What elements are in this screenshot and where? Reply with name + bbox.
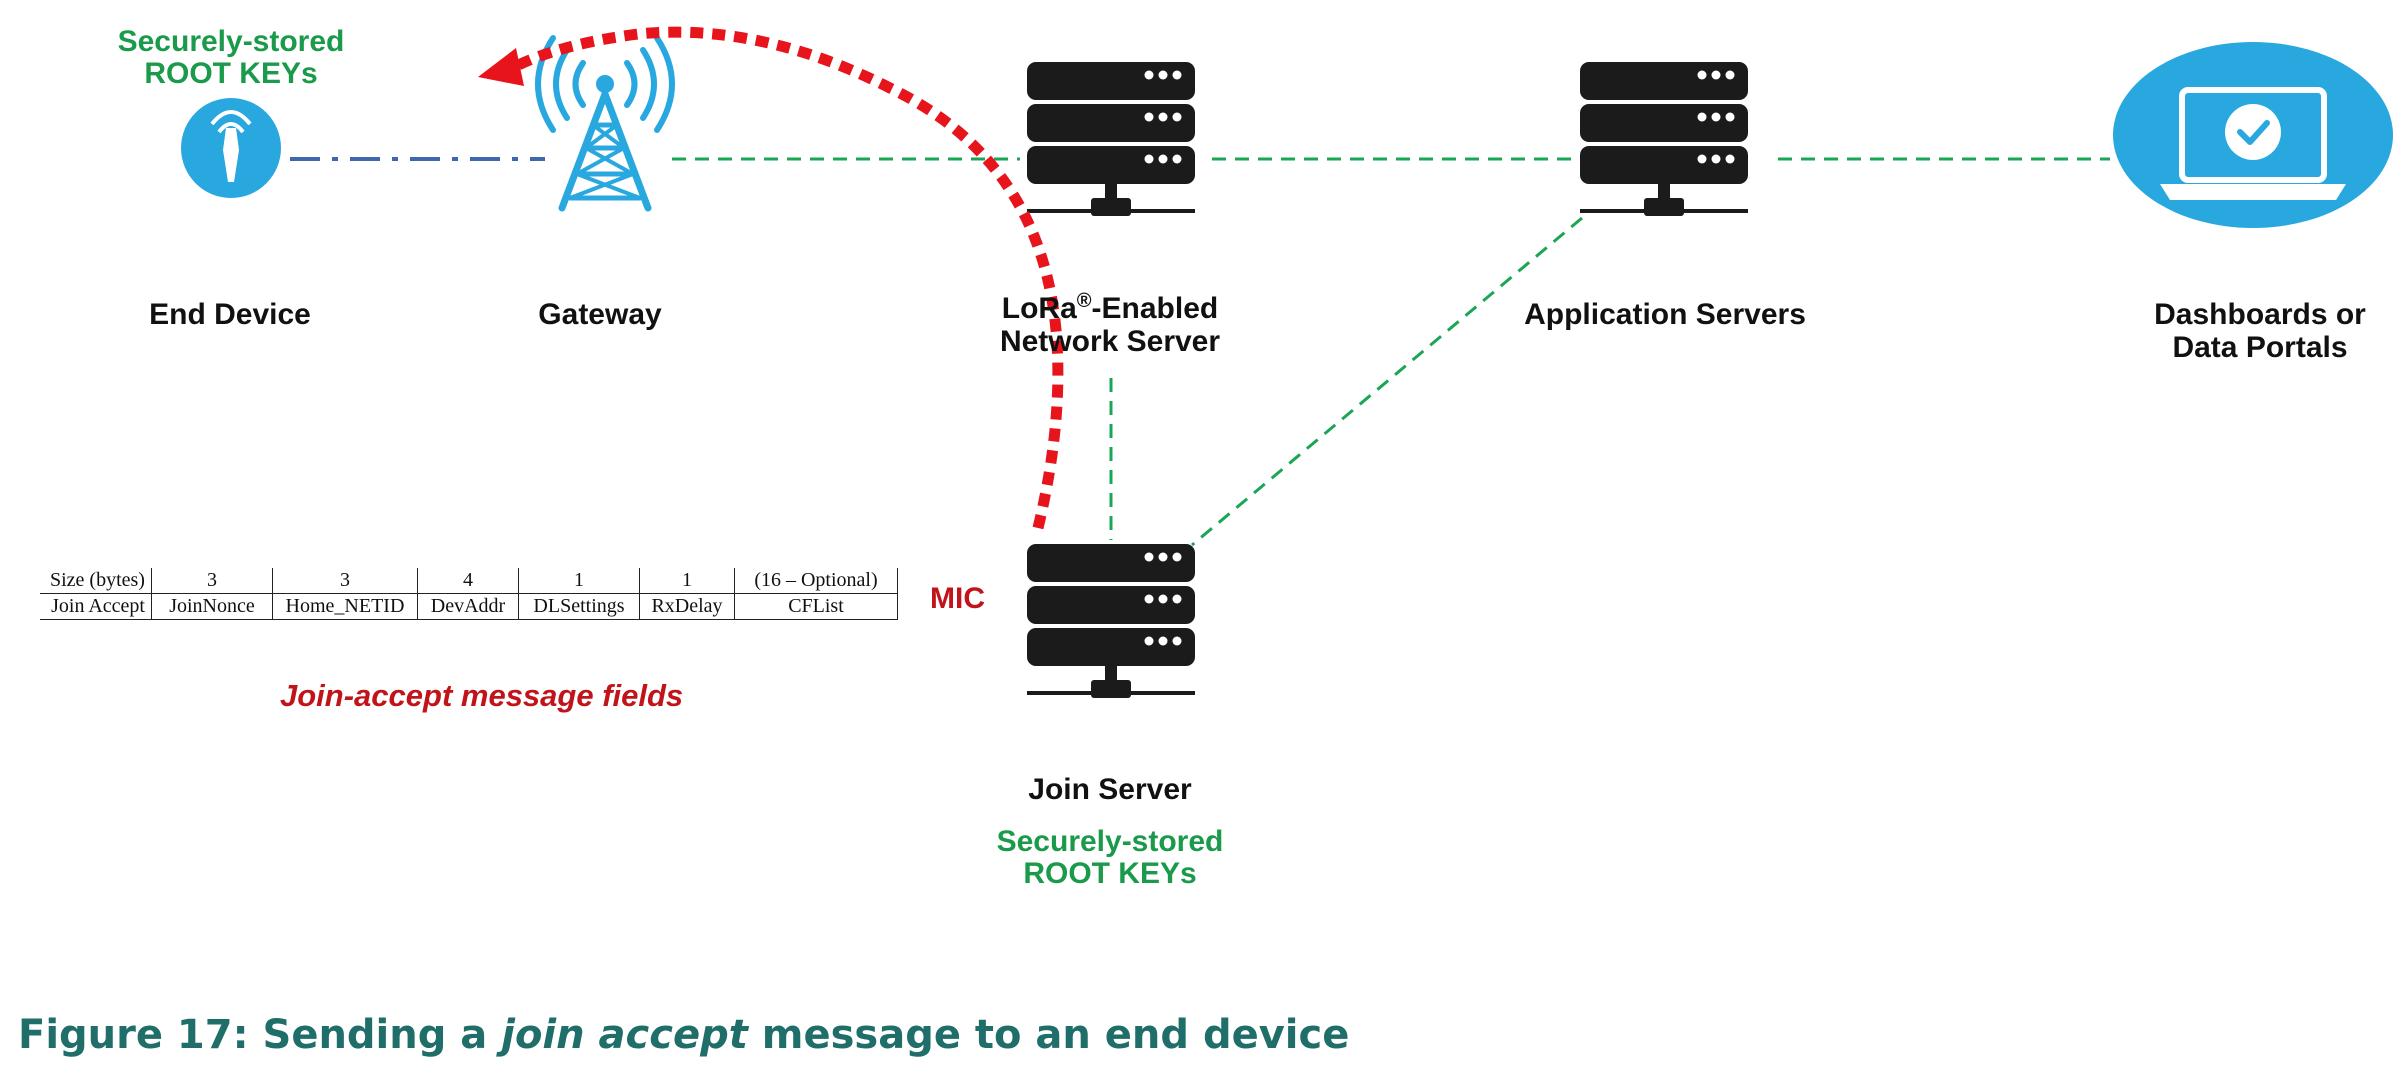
gateway-tower-icon xyxy=(535,35,675,212)
figure-caption-suffix: message to an end device xyxy=(747,1012,1350,1058)
field-row-header: Join Accept xyxy=(40,593,152,620)
size-cell: 3 xyxy=(150,568,273,594)
size-row-header: Size (bytes) xyxy=(40,568,152,594)
field-cell: Home_NETID xyxy=(271,593,418,620)
field-cell: JoinNonce xyxy=(150,593,273,620)
size-cell: (16 – Optional) xyxy=(733,568,898,594)
mic-label: MIC xyxy=(930,582,985,615)
network-server-icon xyxy=(1027,62,1195,216)
join-accept-arrowhead xyxy=(478,48,524,86)
size-row: Size (bytes) 3 3 4 1 1 (16 – Optional) xyxy=(40,568,898,594)
end-device-icon xyxy=(181,98,281,198)
figure-caption: Figure 17: Sending a join accept message… xyxy=(18,1012,1349,1058)
field-cell: DLSettings xyxy=(517,593,640,620)
size-cell: 1 xyxy=(638,568,735,594)
end-device-label: End Device xyxy=(149,298,311,331)
application-servers-label: Application Servers xyxy=(1524,298,1806,331)
size-cell: 1 xyxy=(517,568,640,594)
dashboards-label: Dashboards or Data Portals xyxy=(2154,298,2366,364)
join-server-keys-label: Securely-stored ROOT KEYs xyxy=(996,825,1224,890)
join-accept-arrow xyxy=(509,26,1064,530)
fields-caption: Join-accept message fields xyxy=(280,678,684,713)
figure-caption-emphasis: join accept xyxy=(501,1012,748,1058)
field-cell: DevAddr xyxy=(416,593,519,620)
field-cell: CFList xyxy=(733,593,898,620)
dashboard-laptop-icon xyxy=(2113,42,2393,228)
join-server-label: Join Server xyxy=(1028,773,1192,806)
size-cell: 4 xyxy=(416,568,519,594)
field-row: Join Accept JoinNonce Home_NETID DevAddr… xyxy=(40,593,898,620)
application-server-icon xyxy=(1580,62,1748,216)
field-cell: RxDelay xyxy=(638,593,735,620)
end-device-keys-label: Securely-stored ROOT KEYs xyxy=(117,25,345,90)
join-server-icon xyxy=(1027,544,1195,698)
app-server-join-server-link xyxy=(1191,216,1583,547)
size-cell: 3 xyxy=(271,568,418,594)
join-accept-fields-table: Size (bytes) 3 3 4 1 1 (16 – Optional) J… xyxy=(40,568,898,620)
gateway-label: Gateway xyxy=(538,298,662,331)
network-server-label: LoRa®-Enabled Network Server xyxy=(999,290,1221,358)
figure-caption-prefix: Figure 17: Sending a xyxy=(18,1012,502,1058)
